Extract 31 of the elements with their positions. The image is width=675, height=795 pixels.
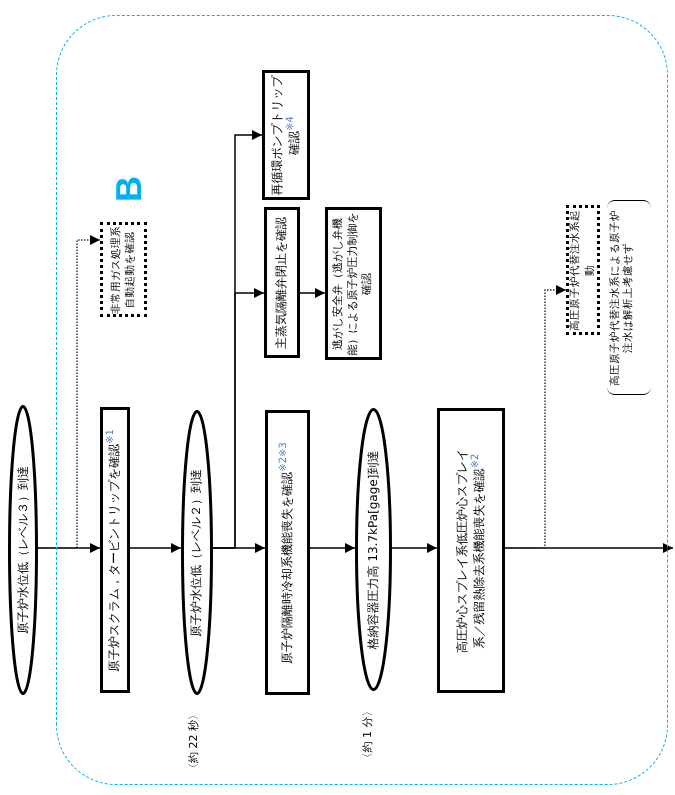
arrow — [130, 543, 181, 553]
time-note: 〈約 1 分〉 — [360, 704, 374, 766]
event-ellipse — [180, 410, 212, 696]
event-ellipse — [354, 408, 392, 692]
region-letter: B — [107, 176, 150, 202]
process-box — [324, 208, 382, 360]
arrow — [213, 288, 264, 549]
arrow — [505, 543, 673, 553]
process-box — [436, 408, 504, 694]
node-text: 格納容器圧力高 13.7kPa[gage]到達 — [364, 450, 381, 650]
event-ellipse — [8, 405, 38, 695]
bracketed-note: 高圧原子炉代替注水系による原子炉注水は解析上考慮せず — [606, 200, 650, 396]
node-text: 逃がし安全弁（逃がし弁機能）による原子炉圧力制御を確認 — [330, 212, 374, 358]
arrow — [310, 543, 355, 553]
process-box — [264, 410, 310, 696]
process-box — [262, 70, 310, 200]
node-text: 非常用ガス処理系自動起動を確認 — [108, 226, 137, 314]
node-text: 主蒸気隔離弁閉止を確認 — [273, 217, 290, 349]
dotted-arrow — [505, 285, 566, 549]
arrow — [300, 288, 325, 298]
dotted-arrow — [38, 235, 100, 549]
time-note: 〈約 22 秒〉 — [186, 708, 200, 776]
node-text: 高圧原子炉代替注水系起動 — [568, 209, 596, 332]
process-box — [100, 408, 130, 694]
dotted-process-box — [100, 222, 146, 318]
process-box — [264, 208, 300, 358]
node-text: 原子炉水位低（レベル３）到達 — [14, 466, 31, 634]
arrow — [38, 543, 100, 553]
arrow — [392, 543, 437, 553]
dashed-region-border — [56, 15, 668, 785]
node-text: 原子炉水位低（レベル２）到達 — [188, 469, 204, 637]
